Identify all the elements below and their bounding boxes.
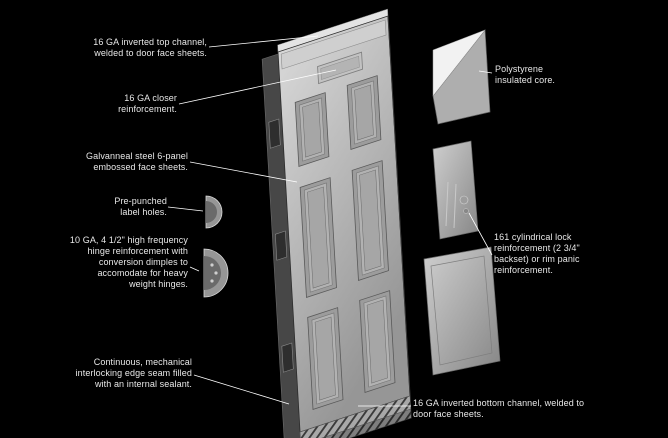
embossed-panel-bottom-right (359, 290, 396, 393)
door (261, 8, 412, 438)
callout-core (478, 70, 493, 74)
embossed-panel-top-left (294, 92, 330, 167)
label-top-channel: 16 GA inverted top channel, welded to do… (93, 37, 207, 58)
callout-lock (468, 212, 493, 256)
label-hole-disc (205, 195, 223, 229)
label-core: Polystyrene insulated core. (495, 64, 556, 85)
embossed-panel-top-right (346, 75, 382, 150)
hinge-prep (281, 342, 294, 373)
label-closer: 16 GA closer reinforcement. (118, 93, 177, 114)
embossed-panel-mid-left (299, 177, 337, 298)
label-edge-seam: Continuous, mechanical interlocking edge… (75, 357, 192, 389)
door-lock-edge (387, 15, 411, 397)
label-hinge: 10 GA, 4 1/2" high frequency hinge reinf… (69, 235, 188, 289)
closer-reinforcement-inner (320, 55, 360, 80)
label-face-sheets: Galvanneal steel 6-panel embossed face s… (86, 151, 188, 172)
embossed-panel-bottom-left (307, 307, 344, 410)
label-label-holes: Pre-punched label holes. (114, 196, 167, 217)
rim-panic-reinforcement-plate (423, 246, 501, 376)
lock-hardware (445, 181, 469, 229)
callout-edge-seam (193, 374, 290, 405)
hinge-prep (268, 118, 281, 149)
door-bottom-channel-lip (300, 408, 412, 438)
polystyrene-core-wedge (432, 29, 491, 125)
hinge-prep (275, 230, 288, 261)
callout-closer (178, 69, 337, 105)
label-lock: 161 cylindrical lock reinforcement (2 3/… (494, 232, 580, 275)
embossed-panel-mid-right (351, 160, 389, 281)
label-bottom-channel: 16 GA inverted bottom channel, welded to… (413, 398, 585, 419)
top-channel-weld-zone (280, 19, 387, 70)
callout-lines (167, 35, 493, 407)
callout-face-sheets (189, 161, 298, 183)
callout-top-channel (208, 35, 319, 48)
callout-label-holes (167, 206, 204, 212)
hinge-reinforcement-disc (203, 248, 229, 298)
callout-hinge (189, 266, 200, 272)
